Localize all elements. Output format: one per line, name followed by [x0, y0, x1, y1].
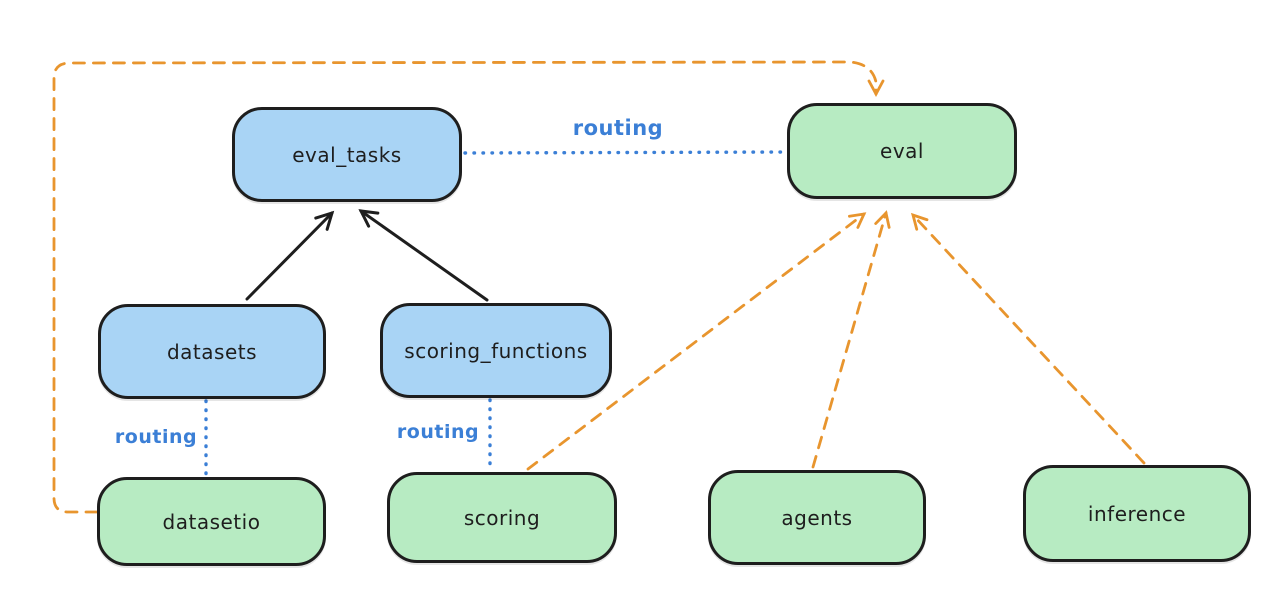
edge-scoring-functions-to-eval-tasks [358, 209, 489, 302]
node-eval-tasks: eval_tasks [232, 107, 462, 202]
edge-eval-tasks-to-eval-routing [463, 150, 787, 155]
node-scoring-functions-label: scoring_functions [404, 338, 588, 363]
node-datasetio: datasetio [97, 477, 326, 566]
node-agents: agents [708, 470, 926, 565]
edge-label-routing-scoring: routing [396, 421, 480, 443]
node-eval: eval [787, 103, 1017, 199]
edge-datasets-to-eval-tasks [245, 210, 335, 301]
node-datasets-label: datasets [166, 339, 258, 364]
node-scoring-label: scoring [463, 505, 541, 530]
node-datasets: datasets [98, 304, 326, 399]
node-scoring: scoring [387, 472, 617, 563]
node-scoring-functions: scoring_functions [380, 303, 612, 398]
edge-inference-to-eval [910, 212, 1146, 465]
edge-agents-to-eval [811, 210, 891, 469]
node-inference-label: inference [1087, 501, 1187, 526]
edge-label-routing-datasets: routing [114, 426, 198, 448]
node-eval-label: eval [880, 139, 924, 163]
node-inference: inference [1023, 465, 1251, 562]
node-eval-tasks-label: eval_tasks [292, 142, 402, 167]
node-agents-label: agents [781, 505, 853, 530]
edge-label-routing-main: routing [572, 116, 664, 140]
node-datasetio-label: datasetio [162, 509, 261, 534]
